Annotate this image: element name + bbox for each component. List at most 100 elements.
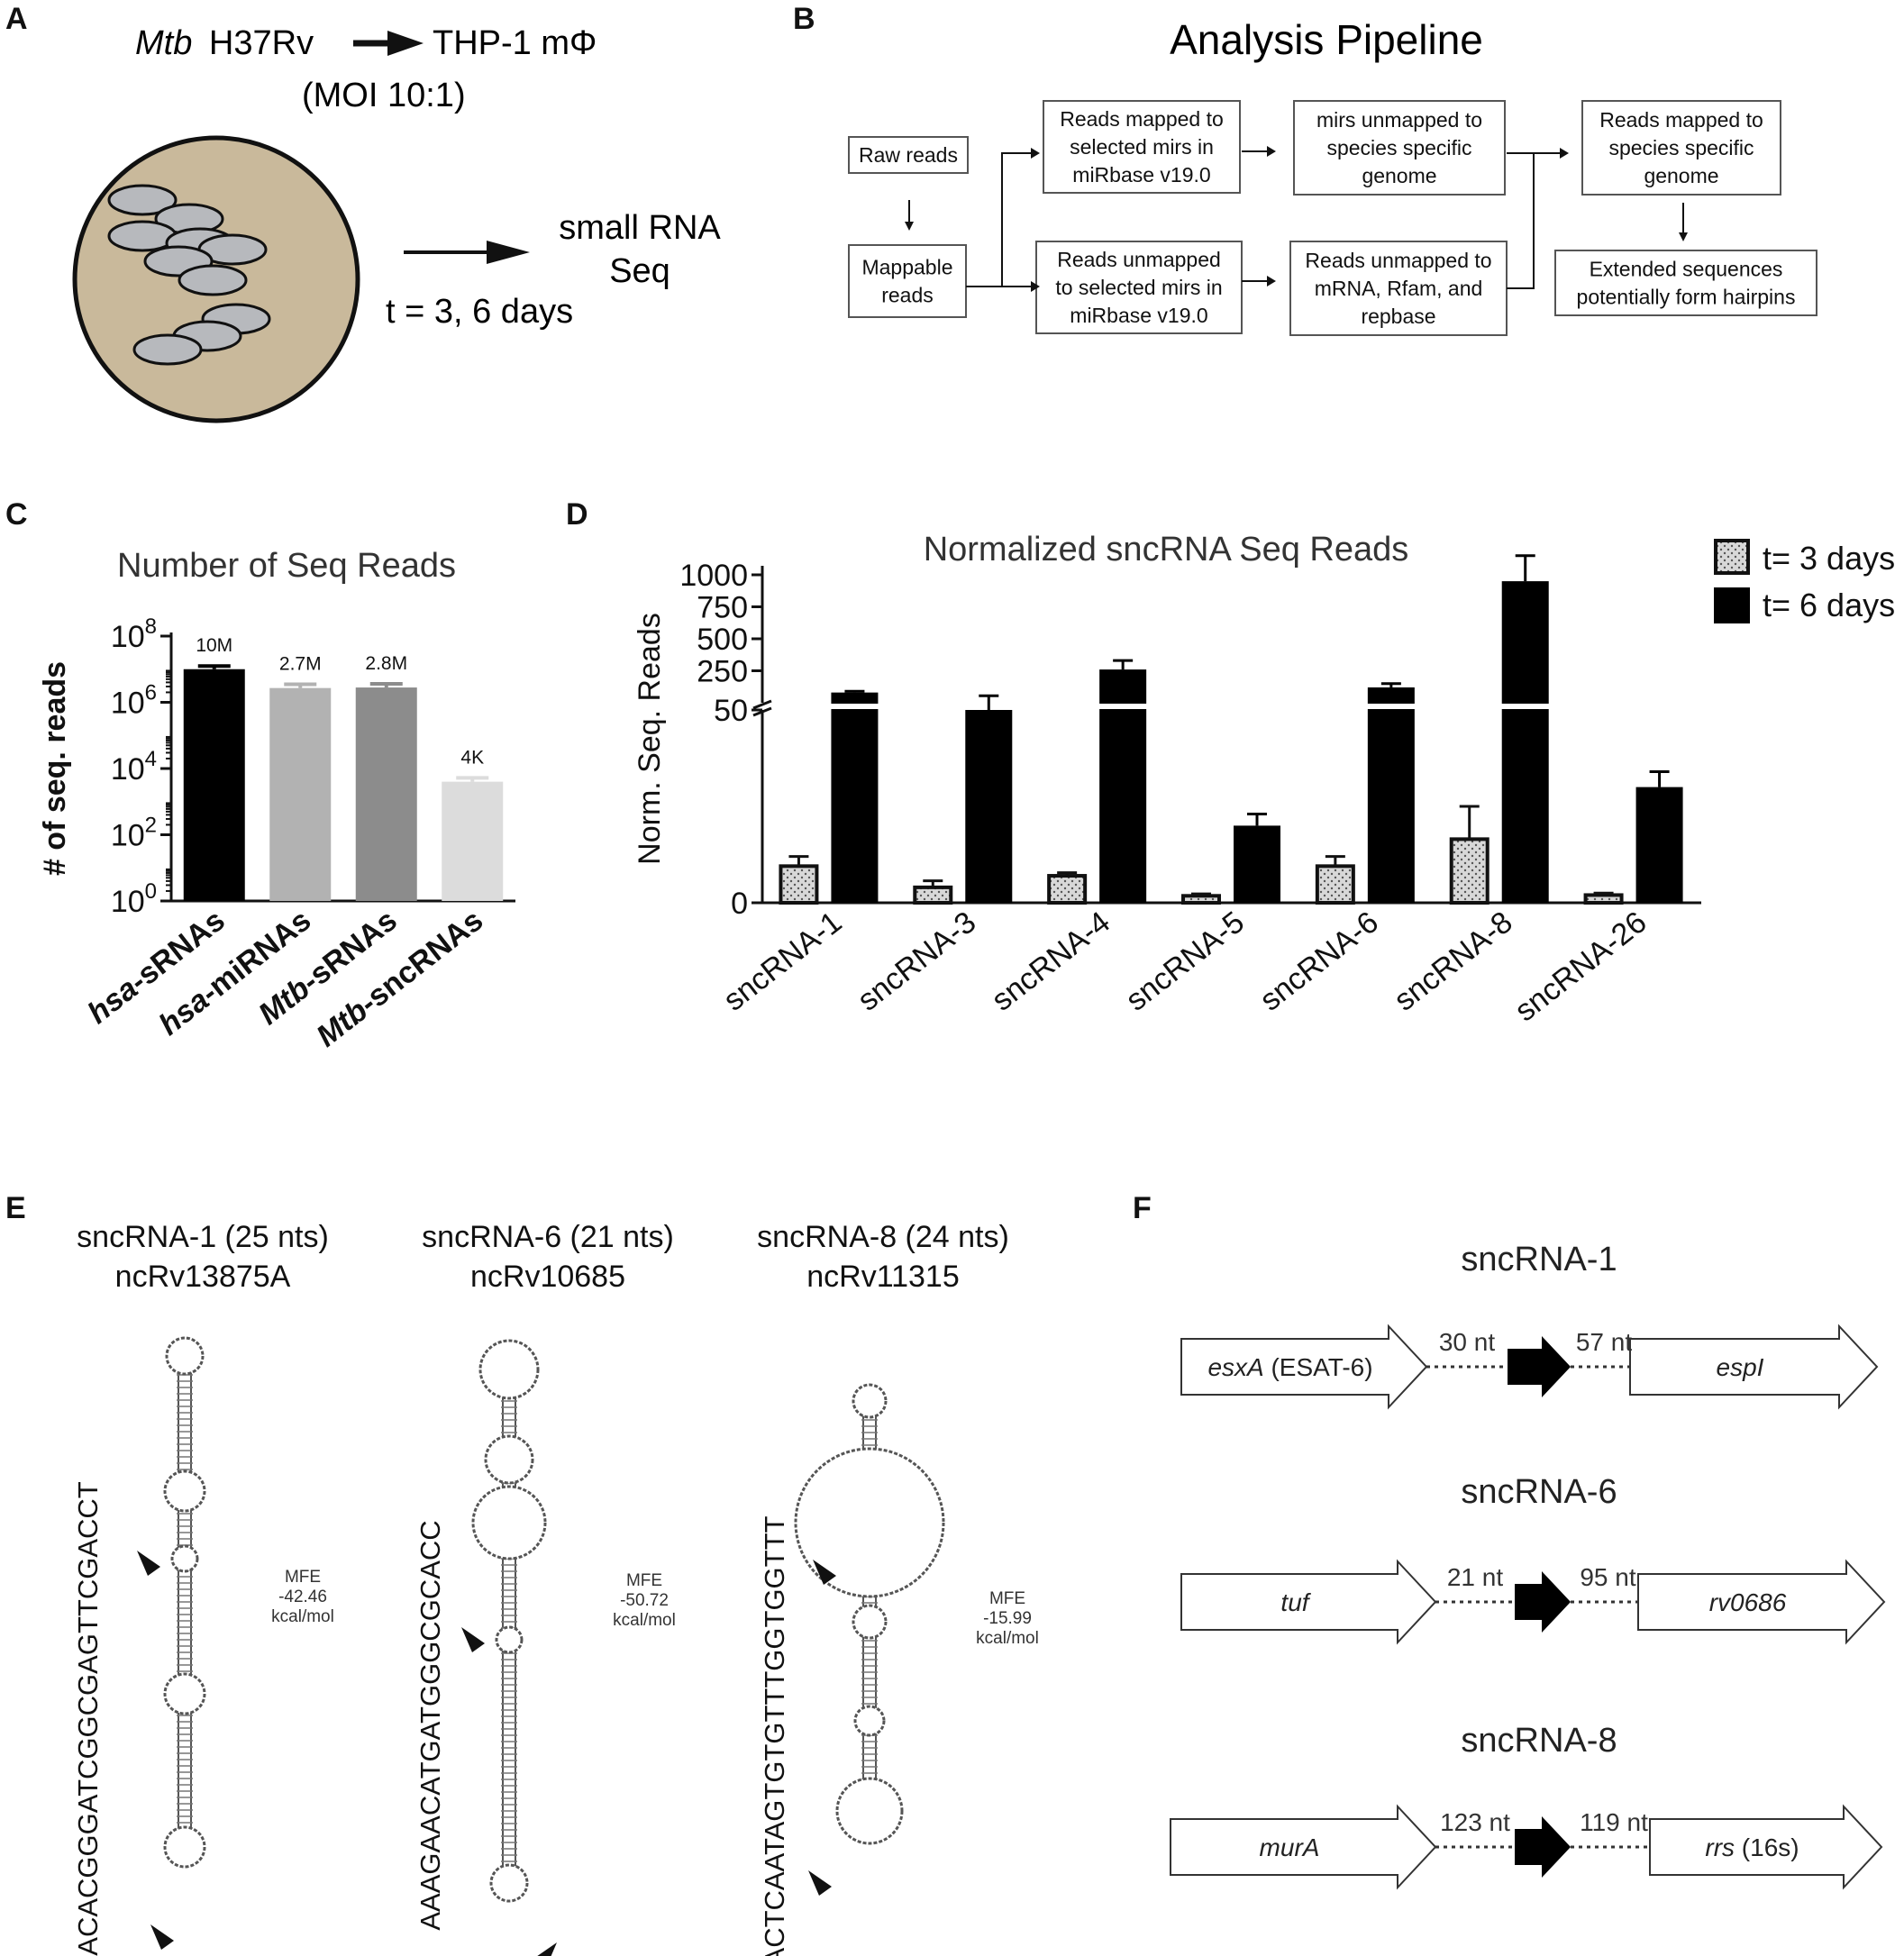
chart-d-legend-swatch-6-days: [1714, 587, 1750, 623]
bacterium-cell: [107, 220, 178, 252]
mfe-label: MFE: [626, 1571, 662, 1590]
pipeline-box-text: to selected mirs in: [1055, 276, 1222, 299]
chart-d-category-label: sncRNA-5: [1119, 905, 1250, 1017]
gap-left-label: 123 nt: [1440, 1808, 1510, 1836]
chart-d-legend-label: t= 6 days: [1763, 587, 1895, 623]
hairpin-panel-1: sncRNA-1 (25 nts)ncRv13875AACACGGGATCGGC…: [72, 1220, 334, 1956]
locus-title: sncRNA-1: [1461, 1241, 1617, 1278]
panel-label-e: E: [5, 1191, 26, 1225]
gap-left-label: 30 nt: [1439, 1328, 1495, 1356]
chart-d-bar-break: [829, 704, 880, 709]
pipeline-box-text: Raw reads: [859, 143, 958, 167]
chart-c-y-axis-label: # of seq. reads: [38, 661, 72, 876]
chart-d-axis-break: [752, 699, 772, 710]
chart-d-category-label: sncRNA-26: [1508, 905, 1653, 1028]
infection-arrow: [353, 31, 424, 56]
chart-d-y-tick-label: 750: [697, 591, 748, 625]
pipeline-box-text: miRbase v19.0: [1072, 163, 1210, 187]
moi-label: (MOI 10:1): [302, 77, 466, 114]
pipeline-box-text: species specific: [1608, 136, 1754, 159]
mfe-label: -15.99: [983, 1609, 1032, 1628]
chart-d-bar-6-days: [1501, 581, 1549, 903]
rna-loop: [163, 1469, 206, 1513]
time-label: t = 3, 6 days: [386, 293, 573, 331]
pipeline-box-text: Reads mapped to: [1060, 107, 1224, 131]
chart-d-bar-6-days: [965, 710, 1013, 903]
chart-d-bar-break: [1365, 704, 1417, 709]
culture-dish: [72, 135, 360, 423]
bacterium-cell: [107, 184, 178, 216]
hairpin-title: sncRNA-6 (21 nts): [422, 1220, 674, 1254]
chart-c-y-tick-label: 102: [111, 814, 157, 853]
locus-title: sncRNA-6: [1461, 1473, 1617, 1511]
chart-c-data-label: 2.7M: [279, 654, 322, 675]
rna-hairpin-structure: [471, 1339, 547, 1903]
bacterium-cell: [178, 264, 248, 296]
mfe-label: -42.46: [278, 1588, 327, 1606]
chart-d-y-tick-label: 500: [697, 623, 748, 657]
chart-d-bar-6-days: [1635, 787, 1683, 903]
mfe-label: MFE: [285, 1568, 321, 1587]
panel-label-a: A: [5, 2, 28, 36]
chart-d-legend-label: t= 3 days: [1763, 540, 1895, 577]
hairpin-title: sncRNA-1 (25 nts): [77, 1220, 329, 1254]
chart-c-bar: [183, 669, 245, 901]
panel-label-c: C: [5, 497, 28, 532]
chart-d-title: Normalized sncRNA Seq Reads: [924, 531, 1409, 569]
pipeline-arrows: [908, 150, 1684, 289]
chart-d-bar-break: [1499, 704, 1551, 709]
chart-c-seq-reads: Number of Seq Reads# of seq. reads100102…: [38, 547, 515, 1054]
pipeline-box-text: genome: [1644, 164, 1718, 187]
pipeline-box-raw-reads: Raw reads: [848, 136, 969, 174]
host-label: THP-1 mΦ: [433, 24, 597, 62]
mfe-label: MFE: [989, 1589, 1025, 1608]
hairpin-panel-2: sncRNA-6 (21 nts)ncRv10685AAAGAACATGATGG…: [415, 1220, 676, 1956]
rna-loop: [853, 1705, 886, 1737]
rna-loop: [484, 1434, 534, 1485]
chart-d-axis-break: [752, 706, 772, 717]
chart-d-category-label: sncRNA-4: [986, 905, 1116, 1017]
cleavage-arrowhead: [813, 1560, 836, 1585]
chart-c-data-label: 4K: [460, 747, 484, 768]
pipeline-box-text: repbase: [1361, 305, 1435, 328]
sequencing-arrow: [404, 241, 530, 264]
rna-loop: [794, 1447, 945, 1598]
gene-arrow-left: [1170, 1804, 1437, 1890]
chart-d-bar-3-days: [1315, 864, 1355, 905]
chart-d-bar-3-days: [913, 885, 953, 905]
hairpin-sequence: ACACGGGATCGGCGAGTTCGACCT: [72, 1481, 104, 1956]
pipeline-box-frame: [1293, 100, 1506, 196]
rna-loop: [835, 1777, 904, 1845]
rna-loop: [489, 1863, 529, 1903]
chart-d-y-tick-label: 0: [731, 887, 748, 921]
organism-label: Mtb: [135, 24, 192, 62]
chart-d-y-tick-label: 1000: [679, 559, 748, 593]
pipeline-box-frame: [1035, 241, 1243, 334]
gap-right-label: 57 nt: [1576, 1328, 1632, 1356]
chart-d-category-label: sncRNA-1: [717, 905, 848, 1017]
panel-label-d: D: [566, 497, 588, 532]
chart-c-y-tick-label: 106: [111, 681, 157, 721]
hairpin-id: ncRv10685: [470, 1260, 625, 1294]
sncrna-arrow: [1515, 1816, 1571, 1878]
pipeline-box-mapped-mirs: Reads mapped to selected mirs in miRbase v…: [1043, 100, 1241, 194]
chart-c-bar: [269, 687, 332, 901]
rna-loop: [163, 1825, 206, 1869]
pipeline-box-text: Reads mapped to: [1599, 108, 1763, 132]
pipeline-box-text: selected mirs in: [1070, 135, 1214, 159]
rna-hairpin-structure: [163, 1336, 206, 1869]
gap-right-label: 95 nt: [1580, 1563, 1635, 1591]
chart-d-bar-3-days: [779, 864, 819, 905]
chart-c-data-label: 10M: [196, 635, 232, 656]
gene-arrow-left: [1180, 1559, 1437, 1645]
chart-c-y-tick-label: 108: [111, 614, 157, 654]
chart-d-bar-3-days: [1047, 874, 1088, 905]
